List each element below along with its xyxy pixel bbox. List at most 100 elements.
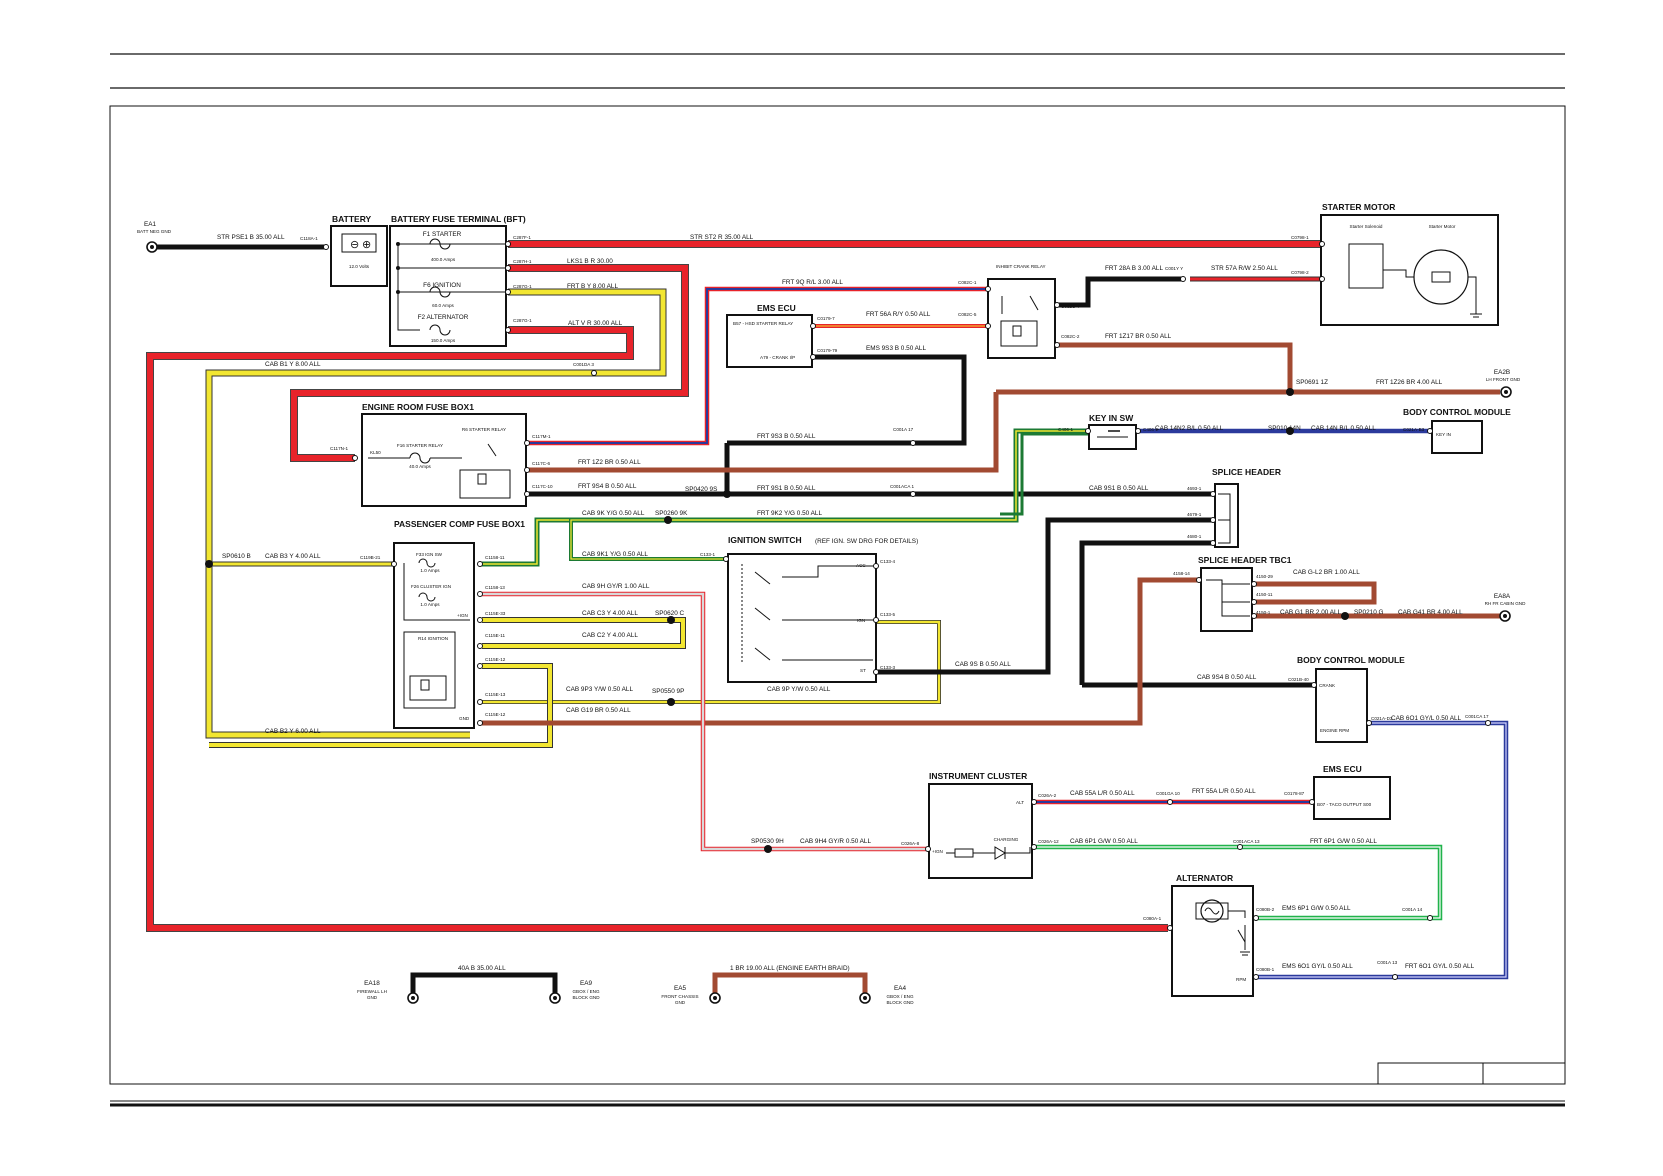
connector-label: C287G-1 — [513, 284, 532, 289]
splice-sp0260 — [664, 516, 672, 524]
wire-label: FRT 6O1 GY/L 0.50 ALL — [1405, 963, 1475, 970]
wire-label: EMS 6O1 GY/L 0.50 ALL — [1282, 963, 1353, 970]
connector-label: C026A-12 — [1038, 839, 1059, 844]
connector-label: C287H-1 — [513, 259, 532, 264]
svg-text:ENGINE ROOM FUSE BOX1: ENGINE ROOM FUSE BOX1 — [362, 402, 474, 412]
battery-fuse-terminal: BATTERY FUSE TERMINAL (BFT) F1 STARTER 4… — [389, 214, 526, 347]
splice-label: SP010 14N — [1268, 425, 1301, 432]
ground-ea9: EA9 GBOX / ENG BLOCK GND — [549, 980, 600, 1004]
svg-text:⊖: ⊖ — [350, 239, 359, 251]
wire-label: CAB 14N2 B/L 0.50 ALL — [1155, 425, 1224, 432]
connector-label: C117C-6 — [532, 461, 550, 466]
svg-text:F16 STARTER RELAY: F16 STARTER RELAY — [397, 443, 443, 448]
ems-ecu-top: EMS ECU B57 - HSD STARTER RELAY A79 - CR… — [726, 303, 813, 368]
svg-text:KEY IN SW: KEY IN SW — [1089, 413, 1134, 423]
splice-sp0620 — [667, 616, 675, 624]
svg-text:R6 STARTER RELAY: R6 STARTER RELAY — [462, 427, 506, 432]
wire-label: FRT 9S1 B 0.50 ALL — [757, 485, 816, 492]
svg-text:EA18: EA18 — [364, 980, 380, 987]
splice-sp0530 — [764, 845, 772, 853]
svg-text:400.0 Amps: 400.0 Amps — [431, 257, 456, 262]
svg-text:GND: GND — [367, 995, 378, 1000]
wire-label: FRT 1Z17 BR 0.50 ALL — [1105, 333, 1172, 340]
wire-label: FRT B Y 8.00 ALL — [567, 283, 618, 290]
svg-text:EA2B: EA2B — [1494, 369, 1510, 376]
wire-9q-rl — [527, 286, 990, 446]
svg-text:BODY CONTROL MODULE: BODY CONTROL MODULE — [1403, 407, 1511, 417]
splice-sp0550 — [667, 698, 675, 706]
connector-label: C001GA 10 — [1156, 791, 1180, 796]
connector-label: C0178-87 — [1284, 791, 1305, 796]
svg-text:EMS ECU: EMS ECU — [1323, 764, 1362, 774]
splice-labels: SP0691 1Z SP010 14N SP0420 9S SP0260 9K … — [222, 379, 1384, 845]
connector-label: C115E-12 — [485, 712, 506, 717]
wire-label: FRT 56A R/Y 0.50 ALL — [866, 311, 931, 318]
svg-text:GBOX / ENG: GBOX / ENG — [572, 989, 599, 994]
wire-label: CAB G-L2 BR 1.00 ALL — [1293, 569, 1360, 576]
connector-label: C406-2 — [1143, 427, 1159, 432]
key-in-switch[interactable]: KEY IN SW — [1088, 413, 1137, 450]
wire-label: CAB 9S1 B 0.50 ALL — [1089, 485, 1149, 492]
connector-label: C001ACA 13 — [1233, 839, 1260, 844]
svg-text:GND: GND — [459, 716, 470, 721]
wire-1z2-br — [527, 392, 999, 473]
svg-text:+IGN: +IGN — [932, 849, 943, 854]
wire-label: CAB 9K1 Y/G 0.50 ALL — [582, 551, 648, 558]
svg-text:GND: GND — [675, 1000, 686, 1005]
svg-text:EA5: EA5 — [674, 985, 687, 992]
wire-label: CAB C2 Y 4.00 ALL — [582, 632, 638, 639]
wire-40a-b — [410, 972, 558, 994]
wire-label: 1 BR 19.00 ALL (ENGINE EARTH BRAID) — [730, 965, 850, 972]
svg-text:12.0 Volts: 12.0 Volts — [349, 264, 370, 269]
connector-label: 4150-1 — [1256, 610, 1271, 615]
ground-ea4: EA4 GBOX / ENG BLOCK GND — [859, 985, 914, 1005]
connector-label: C0798-1 — [1291, 235, 1309, 240]
connector-label: C0798-2 — [1291, 270, 1309, 275]
connector-label: C1158-11 — [485, 555, 505, 560]
svg-text:A79 - CRANK I/P: A79 - CRANK I/P — [760, 355, 795, 360]
instrument-cluster: INSTRUMENT CLUSTER ALT +IGN CHARGING — [928, 771, 1033, 879]
connector-label: C117M-1 — [532, 434, 551, 439]
svg-text:KL50: KL50 — [370, 450, 381, 455]
junction-dots — [205, 388, 1349, 853]
svg-text:BODY CONTROL MODULE: BODY CONTROL MODULE — [1297, 655, 1405, 665]
connector-label: C026A-2 — [1038, 793, 1057, 798]
wire-label: CAB G41 BR 4.00 ALL — [1398, 609, 1463, 616]
splice-sp010 — [1286, 427, 1294, 435]
svg-text:R14 IGNITION: R14 IGNITION — [418, 636, 448, 641]
splice-label: SP0530 9H — [751, 838, 784, 845]
svg-text:FRONT CHASSIS: FRONT CHASSIS — [661, 994, 698, 999]
starter-motor: STARTER MOTOR Starter Solenoid Starter M… — [1320, 202, 1499, 326]
connector-label: C080B-1 — [1256, 967, 1275, 972]
svg-text:RH FR CABIN GND: RH FR CABIN GND — [1485, 601, 1527, 606]
splice-sp0691 — [1286, 388, 1294, 396]
svg-text:BLOCK GND: BLOCK GND — [572, 995, 600, 1000]
connector-label: C082C-1 — [958, 280, 977, 285]
wire-red-group — [146, 240, 1322, 932]
wire-label: CAB 6P1 G/W 0.50 ALL — [1070, 838, 1138, 845]
body-control-module-top: BODY CONTROL MODULE KEY IN — [1403, 407, 1511, 454]
connector-label: C021B-40 — [1288, 677, 1309, 682]
svg-text:40.0 Amps: 40.0 Amps — [409, 464, 431, 469]
ground-ea1: EA1 BATT NEG GND — [137, 221, 172, 253]
wire-9s3-b — [813, 354, 967, 446]
connector-label: C080A-1 — [1143, 916, 1162, 921]
svg-text:EA8A: EA8A — [1494, 593, 1511, 600]
connector-label: C406-1 — [1058, 427, 1074, 432]
svg-text:F1 STARTER: F1 STARTER — [423, 231, 462, 238]
ground-ea2b: EA2B LH FRONT GND — [1486, 369, 1521, 398]
connector-label: C133-1 — [700, 552, 716, 557]
wire-yellow-group — [205, 288, 941, 748]
svg-text:SPLICE HEADER: SPLICE HEADER — [1212, 467, 1281, 477]
connector-label: C115E-11 — [485, 633, 505, 638]
ignition-switch: IGNITION SWITCH (REF IGN. SW DRG FOR DET… — [727, 535, 918, 683]
connector-label: C287F-1 — [513, 235, 531, 240]
svg-text:⊕: ⊕ — [362, 239, 371, 251]
inhibit-crank-relay: INHIBIT CRANK RELAY — [987, 264, 1056, 359]
wire-9k-yg — [480, 428, 1090, 567]
wire-label: LKS1 B R 30.00 — [567, 258, 613, 265]
wire-label: EMS 9S3 B 0.50 ALL — [866, 345, 926, 352]
wire-labels: STR PSE1 B 35.00 ALL STR ST2 R 35.00 ALL… — [217, 234, 1475, 972]
connector-label: C0179-79 — [817, 348, 838, 353]
